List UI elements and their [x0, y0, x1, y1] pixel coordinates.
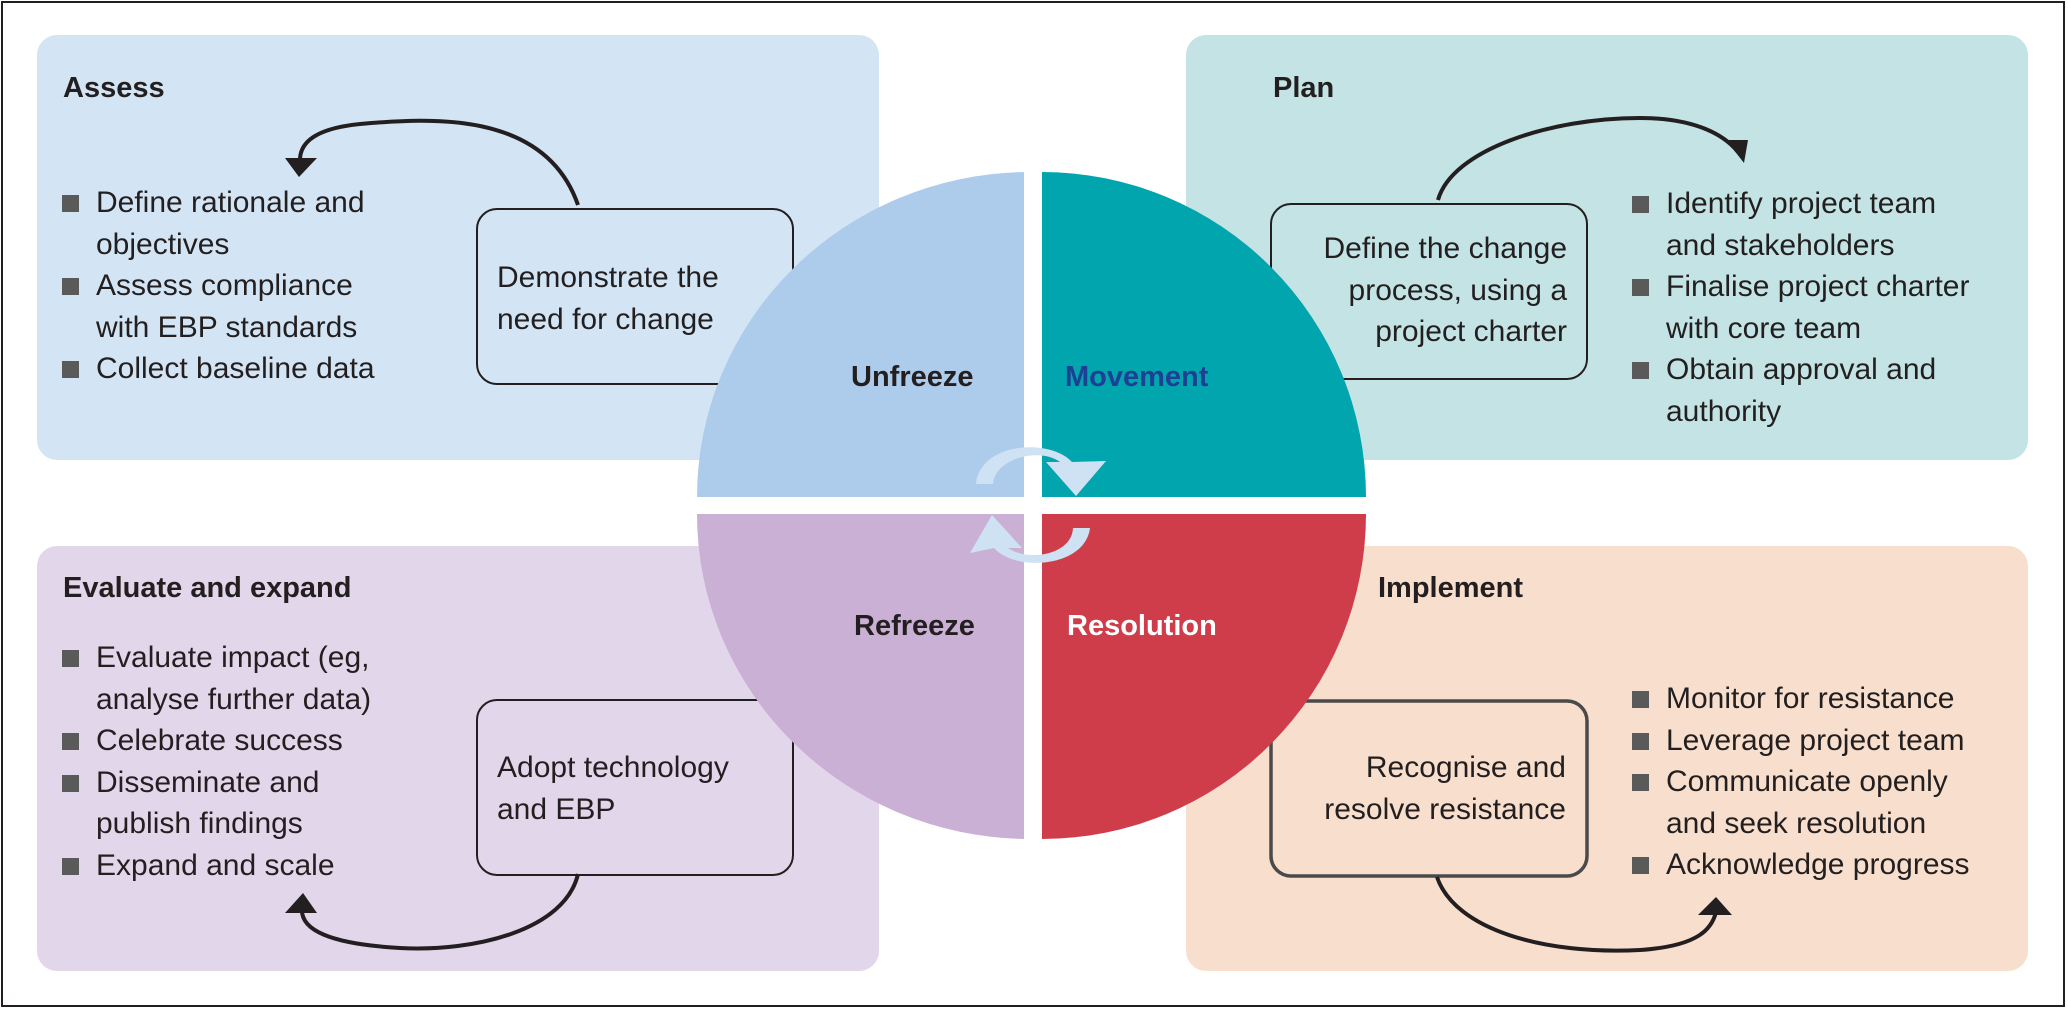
assess-bullet-list: Define rationale and objectives Assess c… — [62, 182, 462, 390]
plan-bullet-list: Identify project team and stakeholders F… — [1632, 183, 2022, 432]
implement-note-box — [1269, 699, 1589, 878]
list-item: Leverage project team — [1632, 720, 2032, 762]
resolution-quadrant — [1042, 514, 1366, 839]
unfreeze-quadrant — [697, 172, 1024, 497]
implement-note-text: Recognise and resolve resistance — [1324, 751, 1566, 826]
implement-curve-arrow — [1435, 876, 1718, 953]
list-item: Evaluate impact (eg, analyse further dat… — [62, 637, 462, 720]
refreeze-quadrant — [697, 514, 1024, 839]
assess-curve-arrow — [298, 118, 580, 206]
refreeze-label: Refreeze — [854, 610, 975, 642]
arrowhead-icon — [285, 158, 317, 177]
list-item: Define rationale and objectives — [62, 182, 462, 265]
implement-title: Implement — [1378, 572, 1524, 604]
assess-title: Assess — [63, 72, 165, 104]
arrowhead-icon — [1698, 897, 1732, 915]
evaluate-note-box — [476, 699, 794, 876]
list-item: Monitor for resistance — [1632, 678, 2032, 720]
assess-note-text: Demonstrate the need for change — [497, 261, 719, 336]
implement-bullet-list: Monitor for resistance Leverage project … — [1632, 678, 2032, 886]
list-item: Disseminate and publish findings — [62, 762, 462, 845]
evaluate-bullet-list: Evaluate impact (eg, analyse further dat… — [62, 637, 462, 886]
list-item: Communicate openly and seek resolution — [1632, 761, 2032, 844]
plan-note-text: Define the change process, using a proje… — [1323, 232, 1567, 348]
list-item: Obtain approval and authority — [1632, 349, 2022, 432]
movement-label: Movement — [1065, 361, 1209, 393]
resolution-label: Resolution — [1067, 610, 1217, 642]
list-item: Assess compliance with EBP standards — [62, 265, 462, 348]
arrowhead-icon — [1726, 140, 1748, 163]
list-item: Finalise project charter with core team — [1632, 266, 2022, 349]
evaluate-curve-arrow — [299, 873, 580, 951]
plan-curve-arrow — [1436, 115, 1740, 201]
cycle-arrow-bottom — [970, 515, 1090, 563]
cycle-arrow-top — [976, 447, 1106, 496]
evaluate-title: Evaluate and expand — [63, 572, 352, 604]
arrowhead-icon — [285, 893, 317, 913]
unfreeze-label: Unfreeze — [851, 361, 974, 393]
list-item: Expand and scale — [62, 845, 462, 887]
movement-quadrant — [1042, 172, 1366, 497]
evaluate-note-text: Adopt technology and EBP — [497, 751, 729, 826]
list-item: Acknowledge progress — [1632, 844, 2032, 886]
list-item: Collect baseline data — [62, 348, 462, 390]
list-item: Celebrate success — [62, 720, 462, 762]
plan-title: Plan — [1273, 72, 1335, 104]
list-item: Identify project team and stakeholders — [1632, 183, 2022, 266]
